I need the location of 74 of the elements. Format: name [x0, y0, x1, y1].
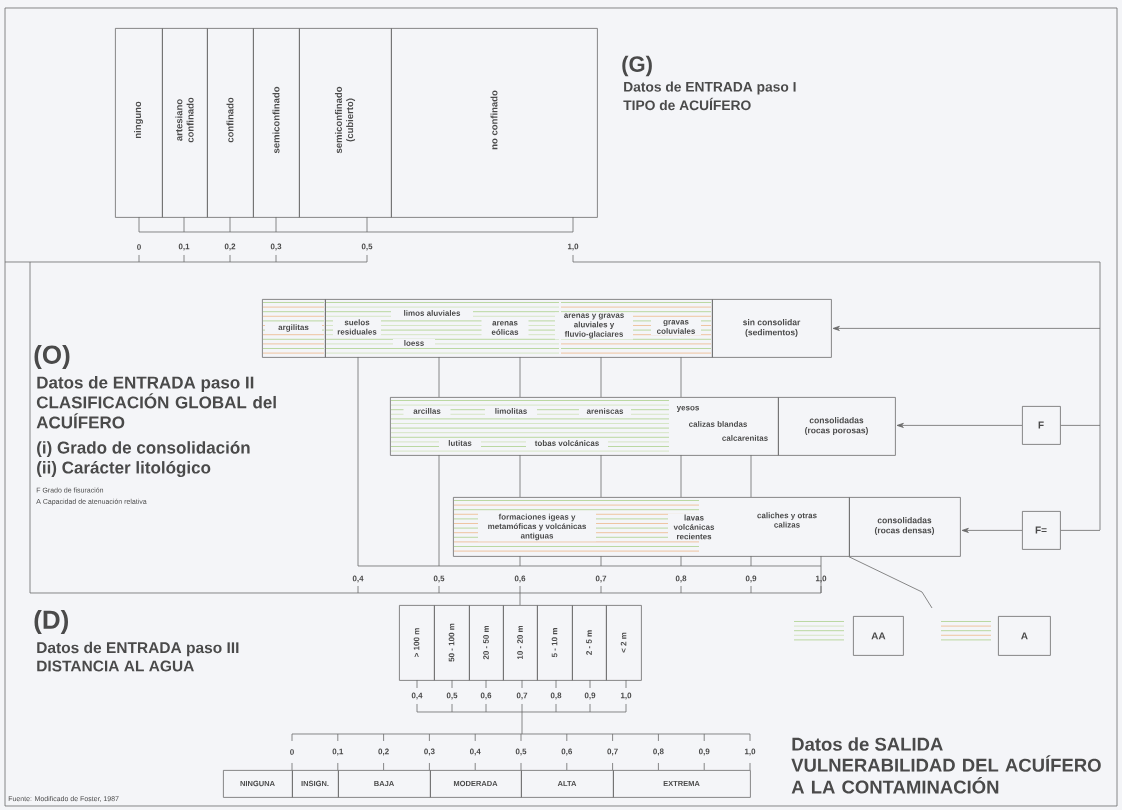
tick-label: 0,5 [446, 692, 458, 700]
category-box: consolidadas (rocas porosas) [778, 397, 896, 456]
tick-label: 0 [290, 749, 294, 755]
tick-label: 0,5 [515, 748, 527, 756]
tick-label: 0,4 [469, 748, 481, 756]
tick-label: 0,6 [561, 748, 573, 756]
heading: (ii) Carácter litológico [37, 460, 211, 478]
category-box: sin consolidar (sedimentos) [712, 299, 832, 358]
lithology-box: suelos residuales limos aluviales loess arenas eólicas arenas y gravas aluviales y fluvio-glaciares gravas coluviales [325, 299, 713, 358]
arrow [896, 422, 1023, 428]
tick-label: 0,5 [361, 243, 373, 251]
connector-line [1060, 425, 1101, 426]
heading: CLASIFICACIÓN GLOBAL del ACUÍFERO [36, 393, 276, 429]
tick-label: 0,1 [178, 243, 190, 251]
arrow [961, 527, 1023, 533]
distance-cell: > 100 m [399, 605, 435, 681]
tick-label: 0,7 [595, 575, 607, 583]
tick-label: 0,7 [607, 748, 618, 756]
tick-label: 0,4 [411, 692, 423, 700]
leader-line [848, 556, 933, 609]
tick-label: 1,0 [567, 243, 579, 251]
heading: TIPO de ACUÍFERO [623, 97, 751, 111]
column-cell: artesiano confinado [162, 28, 208, 218]
distance-cell: 20 - 50 m [469, 605, 504, 681]
tick-label: 0,2 [224, 243, 236, 251]
section-letter: (O) [34, 344, 70, 370]
tick-label: 0,2 [378, 748, 389, 756]
tick-label: 0,7 [516, 692, 528, 700]
tick-label: 0,5 [433, 575, 445, 583]
lithology-cell: argilitas [262, 299, 326, 358]
tick-label: 0,8 [675, 575, 687, 583]
distance-cell: 10 - 20 m [503, 605, 538, 681]
legend-key: A [998, 616, 1051, 656]
heading: Datos de ENTRADA paso II [37, 376, 254, 392]
tick-label: 1,0 [620, 692, 632, 700]
distance-cell: 5 - 10 m [537, 605, 573, 681]
distance-cell: 2 - 5 m [572, 605, 607, 681]
arrow [832, 325, 1101, 331]
tick-label: 0,4 [352, 575, 364, 583]
tick-label: 0,3 [270, 243, 282, 251]
legend-key: AA [853, 616, 904, 656]
tick-label: 0,3 [424, 748, 435, 756]
tick-label: 1,0 [744, 748, 756, 756]
factor-box: F= [1022, 511, 1061, 550]
tick-label: 0,8 [653, 748, 664, 756]
heading: VULNERABILIDAD DEL ACUÍFERO A LA CONTAMINACIÓN [791, 755, 1101, 794]
distance-cell: < 2 m [606, 605, 642, 681]
lithology-box: formaciones igeas y metamóficas y volcánicas antiguas lavas volcánicas recientes caliches y otras calizas [453, 497, 850, 557]
column-cell: semiconfinado (cubierto) [299, 28, 392, 218]
tick-label: 0,6 [480, 692, 492, 700]
heading: (i) Grado de consolidación [37, 441, 250, 457]
lithology-box: arcillas limolitas areniscas yesos lutitas tobas volcánicas calizas blandas calcarenitas [390, 397, 779, 456]
tick-label: 0,9 [745, 575, 757, 583]
tick-label: 0 [137, 244, 141, 250]
heading: Datos de SALIDA [792, 737, 943, 751]
tick-label: 0,1 [332, 748, 344, 756]
heading: Datos de ENTRADA paso III [37, 641, 239, 657]
section-letter: (D) [34, 609, 68, 635]
connector-line [1060, 530, 1101, 531]
heading: Datos de ENTRADA paso I [624, 81, 796, 95]
tick-label: 0,9 [698, 748, 710, 756]
column-cell: confinado [207, 28, 254, 218]
heading: DISTANCIA AL AGUA [37, 660, 194, 672]
section-letter: (G) [622, 55, 652, 77]
column-cell: ninguno [115, 28, 163, 218]
tick-label: 1,0 [815, 575, 827, 583]
tick-label: 0,9 [584, 692, 596, 700]
tick-label: 0,8 [550, 692, 562, 700]
tick-label: 0,6 [514, 575, 526, 583]
column-cell: semiconfinado [253, 28, 300, 218]
column-cell: no confinado [391, 28, 598, 218]
category-box: consolidadas (rocas densas) [849, 497, 961, 557]
distance-cell: 50 - 100 m [434, 605, 470, 681]
factor-box: F [1022, 406, 1061, 445]
